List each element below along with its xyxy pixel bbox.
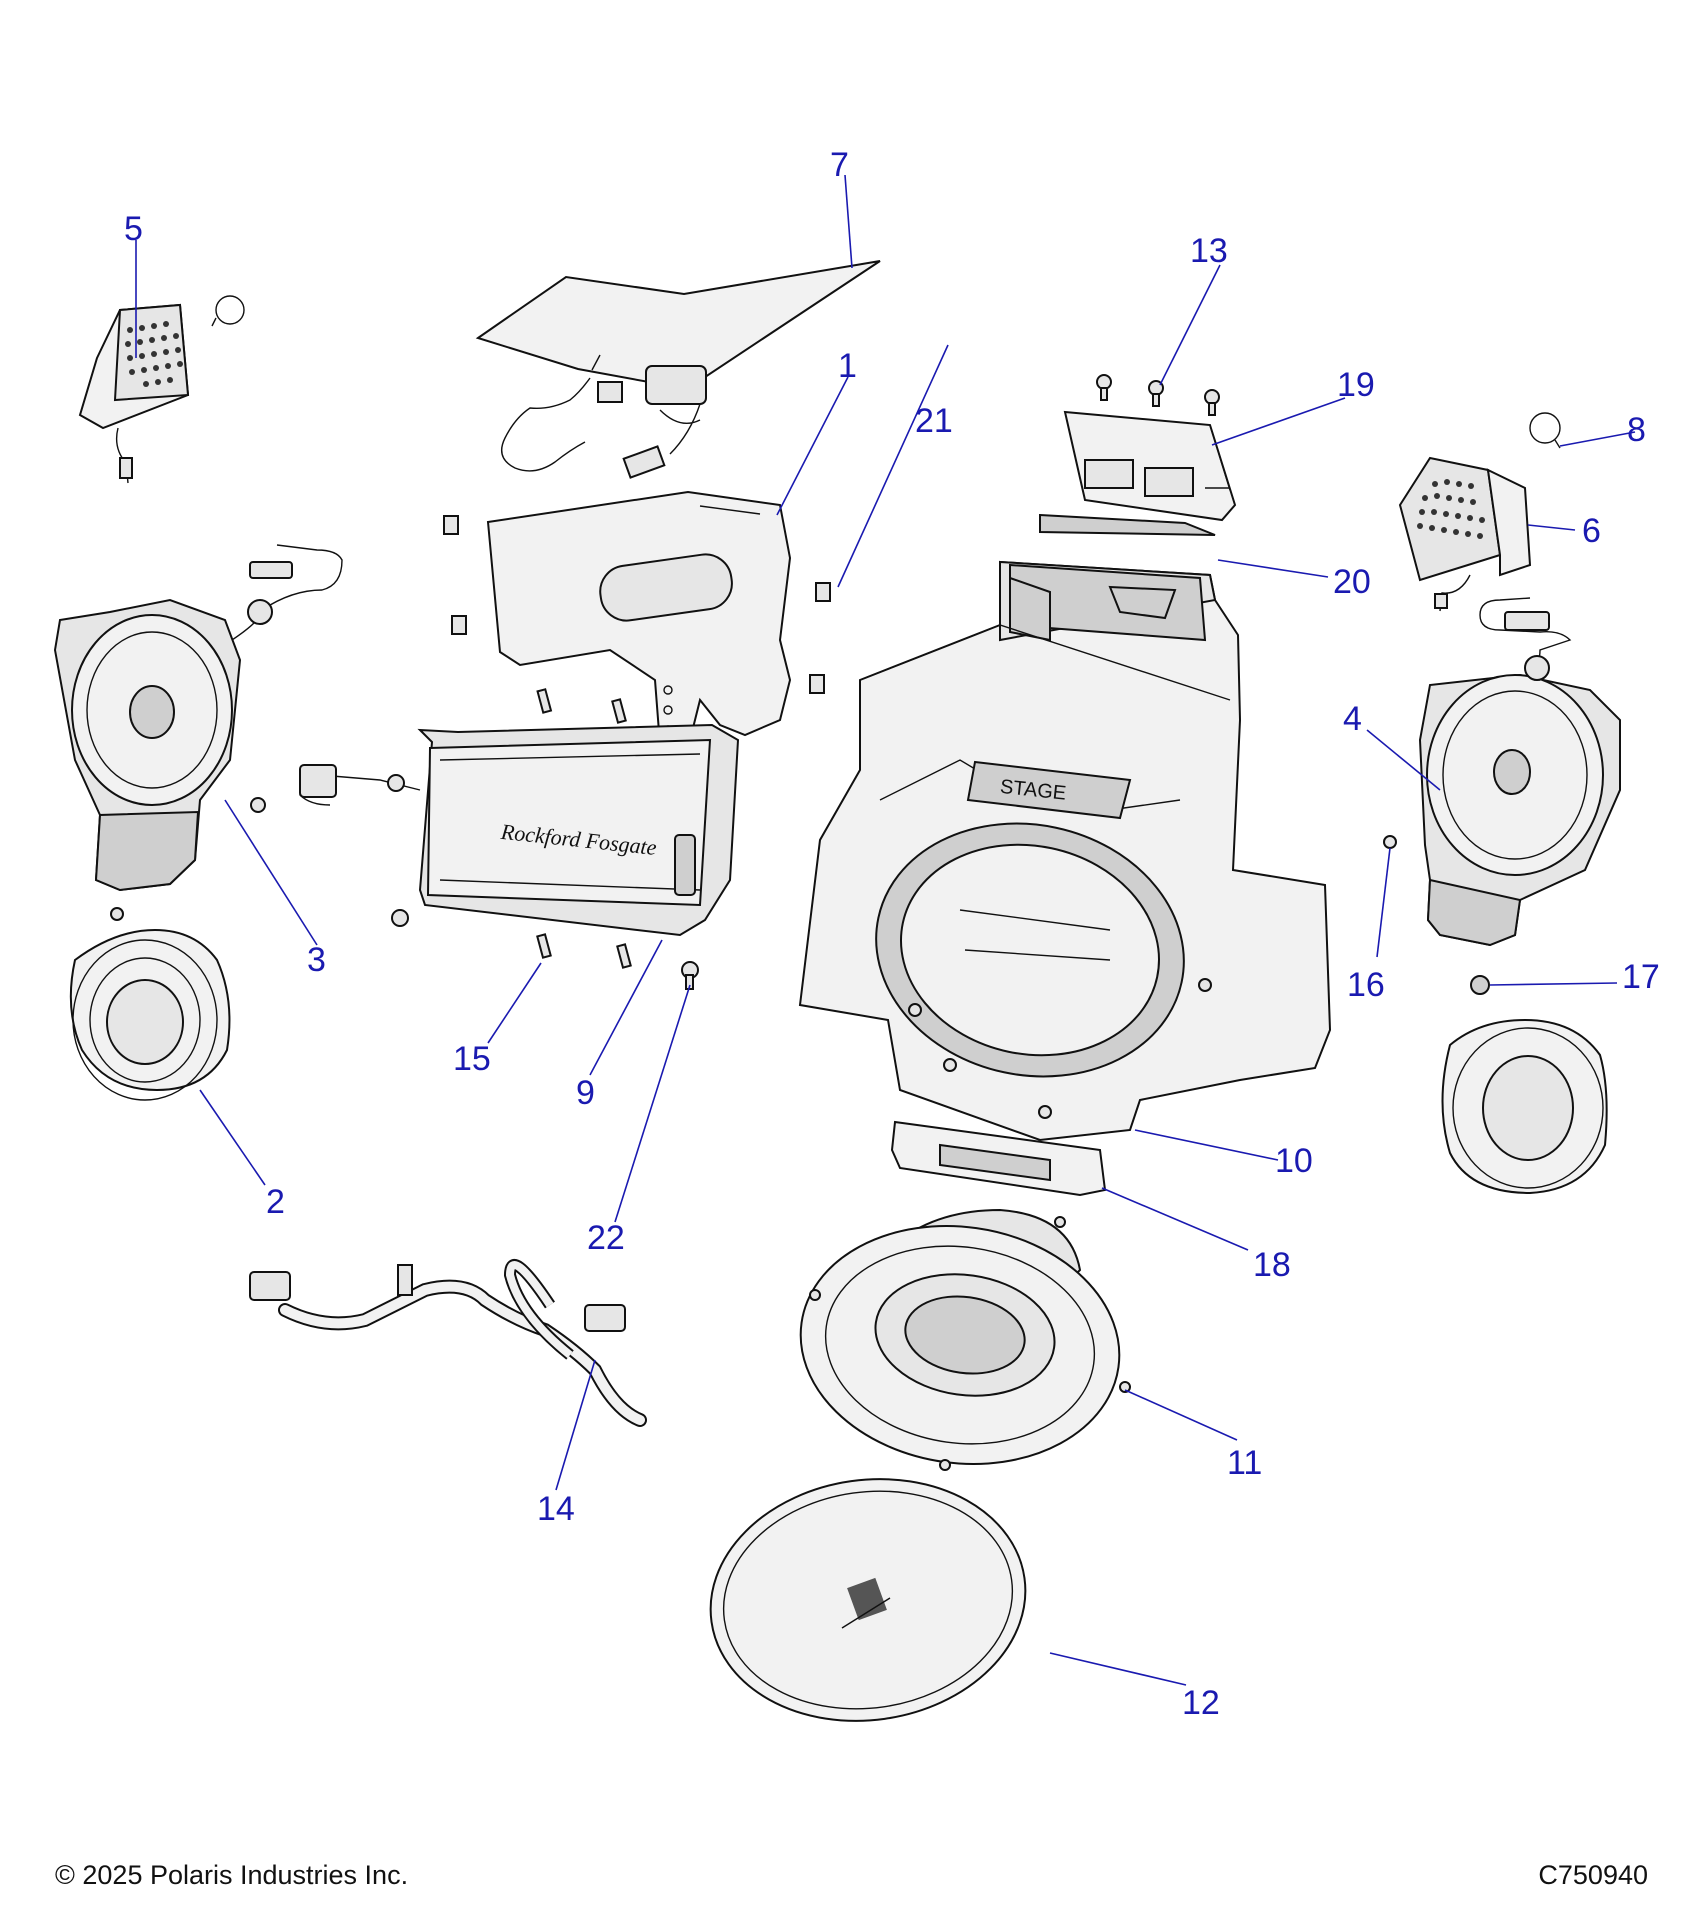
- part-12-grille: [709, 1478, 1027, 1722]
- part-4-speaker-assembly-right: [1418, 597, 1621, 947]
- callout-11: 11: [1227, 1444, 1262, 1482]
- part-19-plate: [1063, 410, 1237, 522]
- screw-near-3: [250, 797, 266, 813]
- leader-lines: [135, 174, 1636, 1686]
- part-9-amplifier: Rockford Fosgate: [299, 723, 740, 937]
- part-21-clip-nuts: [443, 515, 831, 694]
- part-6-tweeter-pod-right: [1398, 456, 1532, 612]
- part-3-speaker-assembly-left: [53, 544, 343, 892]
- callout-7: 7: [830, 146, 849, 184]
- part-15-screws: [387, 688, 632, 969]
- callout-20: 20: [1333, 563, 1371, 601]
- enclosure-badge: STAGE: [966, 760, 1132, 820]
- callout-9: 9: [576, 1074, 595, 1112]
- callout-3: 3: [307, 941, 326, 979]
- part-10-enclosure: STAGE: [798, 560, 1332, 1142]
- part-16-screw: [1383, 835, 1397, 849]
- callout-16: 16: [1347, 966, 1385, 1004]
- part-22-screw: [681, 961, 699, 990]
- part-14-wire-harness: [249, 1259, 647, 1427]
- callout-10: 10: [1275, 1142, 1313, 1180]
- speaker-grille-left: [125, 321, 183, 387]
- grille-logo-mesh: [841, 1577, 891, 1629]
- callout-8: 8: [1627, 411, 1646, 449]
- part-13-screws: [1096, 374, 1220, 416]
- part-2-speaker-left: [69, 907, 231, 1101]
- callout-22: 22: [587, 1219, 625, 1257]
- part-17-nut: [1470, 975, 1490, 995]
- part-1-bracket: [486, 490, 792, 747]
- callout-19: 19: [1337, 366, 1375, 404]
- part-5-tweeter-pod-left: [78, 303, 190, 484]
- callout-5: 5: [124, 210, 143, 248]
- copyright-notice: © 2025 Polaris Industries Inc.: [55, 1860, 409, 1890]
- callout-1: 1: [838, 347, 857, 385]
- callout-13: 13: [1190, 232, 1228, 270]
- callout-15: 15: [453, 1040, 491, 1078]
- callout-2: 2: [266, 1183, 285, 1221]
- part-7-mounting-plate: [475, 260, 881, 479]
- callout-18: 18: [1253, 1246, 1291, 1284]
- speaker-right: [1441, 1018, 1608, 1195]
- callout-6: 6: [1582, 512, 1601, 550]
- part-18-bracket-strip: [890, 1120, 1107, 1197]
- callout-14: 14: [537, 1490, 575, 1528]
- callout-4: 4: [1343, 700, 1362, 738]
- part-8-clip-left: [211, 295, 245, 327]
- part-20-strip: [1039, 513, 1216, 536]
- part-8-clip: [1529, 412, 1561, 449]
- callout-21: 21: [915, 402, 953, 440]
- speaker-grille-right: [1417, 479, 1485, 539]
- drawing-id: C750940: [1538, 1860, 1648, 1890]
- callout-17: 17: [1622, 958, 1660, 996]
- part-11-subwoofer: [799, 1208, 1131, 1471]
- callout-labels: 1 2 3 4 5 6 7 8 9 10 11 12 13 14 15 16 1…: [124, 146, 1660, 1722]
- callout-12: 12: [1182, 1684, 1220, 1722]
